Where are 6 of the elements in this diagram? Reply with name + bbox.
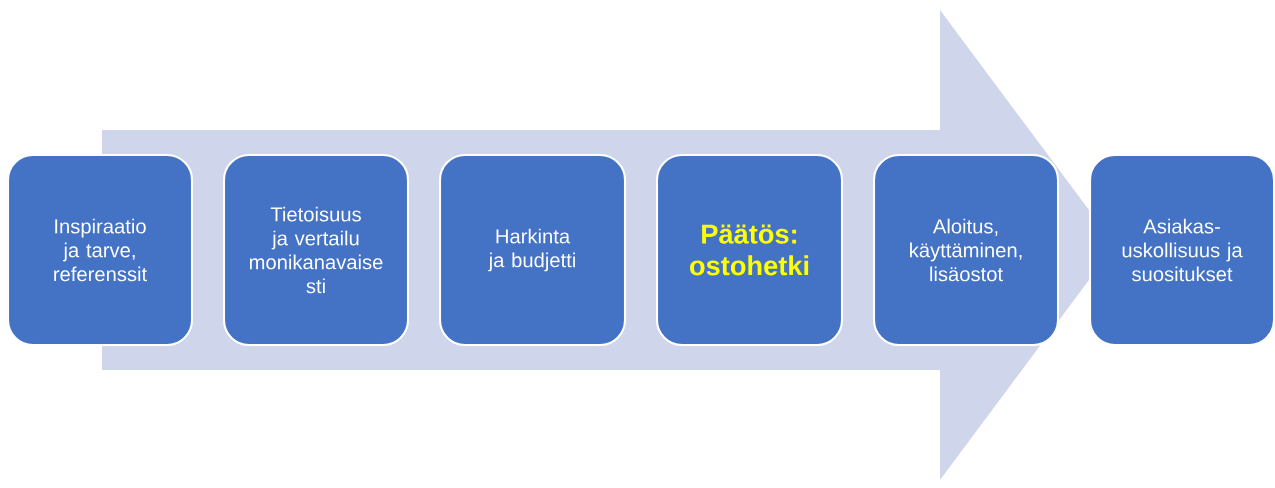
process-box: Tietoisuus ja vertailu monikanavaise sti <box>222 153 410 347</box>
process-box: Aloitus, käyttäminen, lisäostot <box>872 153 1060 347</box>
process-box: Inspiraatio ja tarve, referenssit <box>6 153 194 347</box>
process-box: Päätös: ostohetki <box>655 153 844 347</box>
process-box: Asiakas-uskollisuus ja suositukset <box>1088 153 1275 347</box>
process-box: Harkinta ja budjetti <box>438 153 627 347</box>
